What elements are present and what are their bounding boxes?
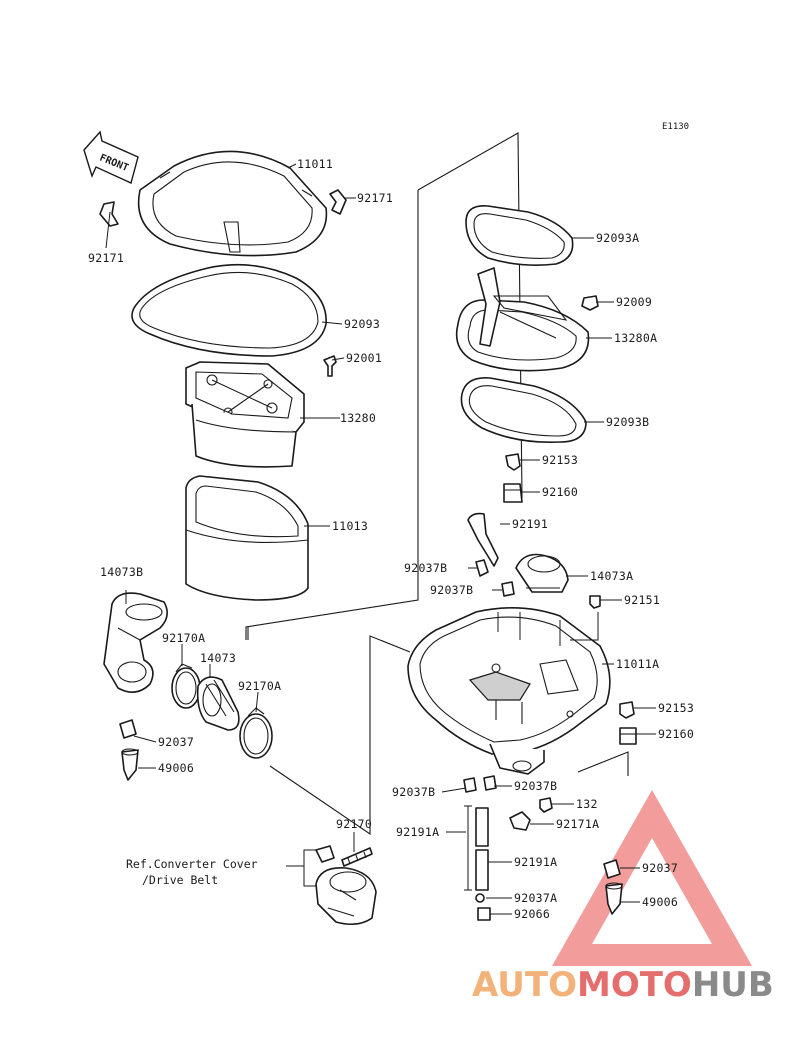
label-92037A: 92037A: [514, 891, 557, 905]
hose-92191A-upper: [475, 807, 489, 847]
assembly-frame-lines: [245, 132, 629, 836]
label-92037B-1: 92037B: [404, 561, 447, 575]
band-92170: [341, 847, 373, 867]
automotohub-triangle-icon: [552, 790, 752, 966]
clamp-92037B-2: [501, 581, 515, 597]
bracket-92171A: [509, 811, 531, 831]
label-92171A: 92171A: [556, 817, 599, 831]
label-92170A-1: 92170A: [162, 631, 205, 645]
air-cleaner-housing-11011A: [407, 607, 611, 775]
element-holder-13280: [185, 361, 305, 468]
watermark-text: AUTOMOTOHUB: [472, 965, 774, 1005]
label-92191A-1: 92191A: [396, 825, 439, 839]
label-92153-mid: 92153: [658, 701, 694, 715]
label-11013: 11013: [332, 519, 368, 533]
bolt-92151: [589, 595, 601, 609]
duct-14073B: [103, 592, 168, 693]
label-92093B: 92093B: [606, 415, 649, 429]
clamp-92037-left: [119, 719, 137, 739]
clamp-92037A: [475, 893, 485, 903]
gasket-92093A: [465, 205, 574, 266]
label-92151: 92151: [624, 593, 660, 607]
label-14073: 14073: [200, 651, 236, 665]
label-92170: 92170: [336, 817, 372, 831]
filter-element-11013: [185, 475, 309, 601]
label-92066: 92066: [514, 907, 550, 921]
label-92171-left: 92171: [88, 251, 124, 265]
plug-92066: [477, 907, 491, 921]
reference-note-line1: Ref.Converter Cover: [126, 857, 258, 871]
label-13280A: 13280A: [614, 331, 657, 345]
gasket-92093B: [460, 377, 587, 444]
front-arrow-icon: FRONT: [83, 130, 139, 184]
label-92037B-3: 92037B: [392, 785, 435, 799]
label-92191: 92191: [512, 517, 548, 531]
automotohub-watermark: AUTOMOTOHUB: [472, 790, 774, 1005]
label-92170A-2: 92170A: [238, 679, 281, 693]
collar-92153-mid: [619, 701, 635, 719]
label-92191A-2: 92191A: [514, 855, 557, 869]
label-49006-right: 49006: [642, 895, 678, 909]
diagram-code: E1130: [662, 122, 689, 132]
converter-duct: [315, 867, 377, 926]
clamp-92170A-1: [171, 663, 201, 709]
label-49006-left: 49006: [158, 761, 194, 775]
clamp-92037-right: [603, 859, 621, 879]
duct-14073A: [515, 553, 569, 593]
joint-14073: [196, 676, 240, 731]
clamp-92170A-2: [239, 707, 273, 759]
label-14073B: 14073B: [100, 565, 143, 579]
clamp-92037B-3: [463, 777, 477, 793]
label-14073A: 14073A: [590, 569, 633, 583]
leader-lines: [105, 163, 656, 915]
label-92171-right: 92171: [357, 191, 393, 205]
gasket-92093: [131, 263, 327, 357]
label-11011: 11011: [297, 157, 333, 171]
air-cleaner-cap-13280A: [455, 267, 590, 372]
label-13280: 13280: [340, 411, 376, 425]
label-92093A: 92093A: [596, 231, 639, 245]
clip-92171-right: [329, 189, 347, 215]
reference-note-line2: /Drive Belt: [142, 873, 218, 887]
bolt-132: [539, 797, 553, 813]
bolt-converter-cover: [315, 845, 335, 863]
drain-cap-49006-left: [121, 748, 139, 781]
label-11011A: 11011A: [616, 657, 659, 671]
air-cleaner-top-cover: [137, 150, 328, 257]
damper-92160-top: [503, 483, 523, 503]
label-92153-top: 92153: [542, 453, 578, 467]
hose-length-bracket: [464, 805, 472, 891]
screw-92001: [323, 355, 337, 377]
label-92093: 92093: [344, 317, 380, 331]
screw-92009: [581, 295, 599, 311]
hose-92191A-lower: [475, 849, 489, 891]
label-92009: 92009: [616, 295, 652, 309]
label-92037-right: 92037: [642, 861, 678, 875]
label-92160-mid: 92160: [658, 727, 694, 741]
label-92037B-4: 92037B: [514, 779, 557, 793]
clamp-92037B-1: [475, 559, 489, 577]
label-92160-top: 92160: [542, 485, 578, 499]
reference-bracket: [286, 849, 316, 887]
clip-92171-left: [99, 201, 119, 227]
label-132: 132: [576, 797, 598, 811]
drain-cap-49006-right: [605, 882, 623, 915]
hose-92191: [467, 512, 499, 567]
label-92037B-2: 92037B: [430, 583, 473, 597]
part-number-labels: 11011 92171 92171 92093 92001 13280 1101…: [88, 157, 694, 921]
label-92001: 92001: [346, 351, 382, 365]
clamp-92037B-4: [483, 775, 497, 791]
damper-92160-mid: [619, 727, 637, 745]
collar-92153-top: [505, 453, 521, 471]
label-92037-left: 92037: [158, 735, 194, 749]
